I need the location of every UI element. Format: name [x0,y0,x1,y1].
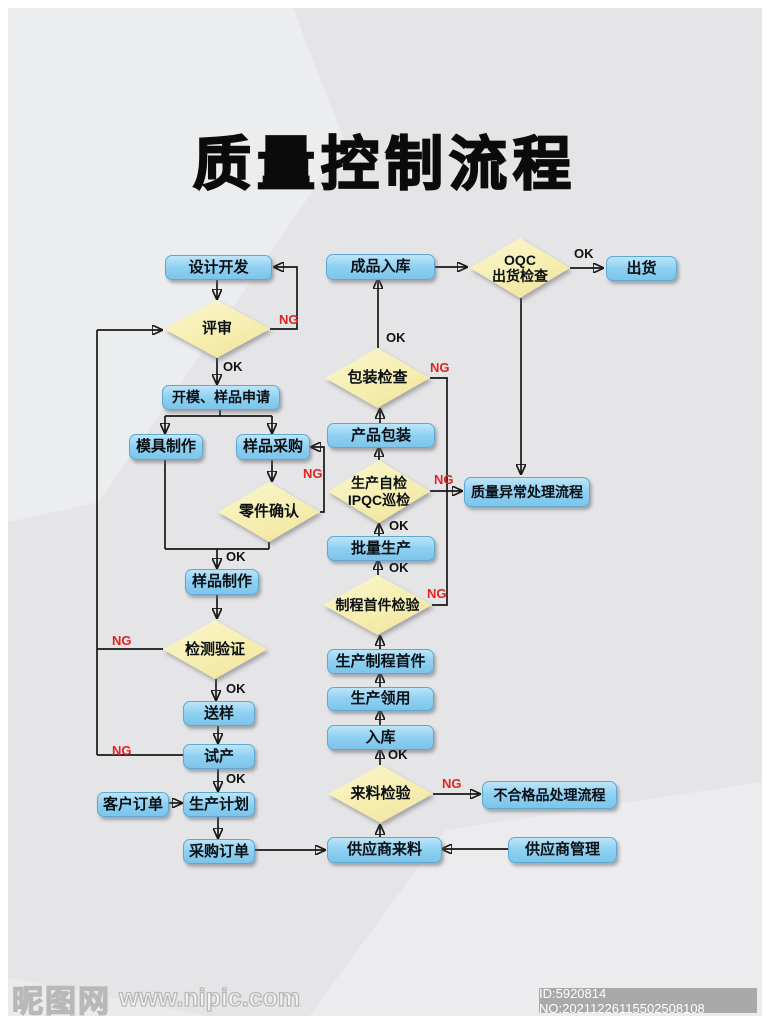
first-piece-inspection-label: 制程首件检验 [335,596,420,613]
node-mass-production: 批量生产 [327,536,435,561]
ng-label-first-piece: NG [427,586,447,601]
node-mold-sample-apply: 开模、样品申请 [162,385,280,410]
ok-label-review: OK [223,359,243,374]
watermark: 昵图网 www.nipic.com [11,976,301,1021]
node-sample-making: 样品制作 [185,569,259,595]
node-supplier-management: 供应商管理 [508,837,617,863]
ok-label-ipqc: OK [389,518,409,533]
oqc-label-line2: 出货检查 [492,268,548,284]
ng-label-review: NG [279,312,299,327]
parts-confirm-label: 零件确认 [238,503,299,521]
node-sample-purchase: 样品采购 [236,434,310,460]
ng-label-incoming: NG [442,776,462,791]
ok-label-join: OK [226,549,246,564]
node-incoming-inspection-decision: 来料检验 [328,765,433,823]
node-parts-confirm-decision: 零件确认 [218,482,320,542]
node-product-packaging: 产品包装 [327,423,435,448]
ok-label-first-piece: OK [389,560,409,575]
node-quality-abnormal-process: 质量异常处理流程 [464,477,590,507]
node-customer-order: 客户订单 [97,792,169,817]
node-oqc-decision: OQC 出货检查 [470,238,570,298]
watermark-site-name: 昵图网 [11,983,111,1019]
node-production-requisition: 生产领用 [327,687,434,711]
node-finished-storage: 成品入库 [326,254,435,280]
ng-label-parts-confirm: NG [303,466,323,481]
node-ship-out: 出货 [606,256,677,281]
ok-label-packaging: OK [386,330,406,345]
ok-label-trial: OK [226,771,246,786]
review-label: 评审 [201,320,232,338]
node-mold-making: 模具制作 [129,434,203,460]
ok-label-inspection: OK [226,681,246,696]
node-production-plan: 生产计划 [183,792,255,817]
ng-label-inspection: NG [112,633,132,648]
page-title: 质量控制流程 [192,132,577,197]
inspection-verify-label: 检测验证 [184,640,245,658]
node-design-dev: 设计开发 [165,255,272,280]
ng-label-packaging: NG [430,360,450,375]
incoming-inspection-label: 来料检验 [350,785,411,803]
node-ipqc-decision: 生产自检 IPQC巡检 [328,460,430,523]
background-fold-bottom-right [309,782,762,1016]
node-review-decision: 评审 [164,300,270,358]
node-nonconforming-process: 不合格品处理流程 [482,781,617,809]
node-supplier-incoming: 供应商来料 [327,837,442,863]
node-trial-production: 试产 [183,744,255,769]
ng-label-trial: NG [112,743,132,758]
ok-label-oqc: OK [574,246,594,261]
ng-label-ipqc: NG [434,472,454,487]
node-inspection-verify-decision: 检测验证 [163,620,267,679]
node-packaging-inspection-decision: 包装检查 [325,348,430,408]
id-badge: ID:5920814 NO:20211226115502508108 [539,986,757,1016]
ok-label-incoming: OK [388,747,408,762]
node-purchase-order: 采购订单 [183,839,255,864]
packaging-inspection-label: 包装检查 [347,369,408,387]
ipqc-label-line2: IPQC巡检 [347,491,411,508]
ipqc-label-line1: 生产自检 [351,475,407,492]
node-first-piece-inspection-decision: 制程首件检验 [323,575,432,635]
node-warehousing: 入库 [327,725,434,750]
node-send-sample: 送样 [183,701,255,726]
node-process-first-piece: 生产制程首件 [327,649,434,674]
watermark-site-url: www.nipic.com [118,983,301,1012]
oqc-label-line1: OQC [504,251,536,268]
